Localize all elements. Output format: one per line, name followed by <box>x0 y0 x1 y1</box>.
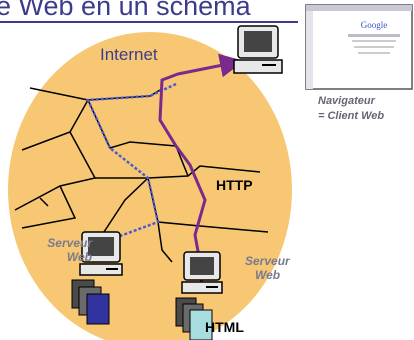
server-right-documents-icon <box>175 297 213 340</box>
server-left-icon <box>79 231 123 276</box>
server-left-documents-icon <box>71 279 110 325</box>
internet-label: Internet <box>100 45 158 64</box>
html-label: HTML <box>205 319 244 335</box>
server-right-icon <box>181 251 223 294</box>
server-right-label-line2: Web <box>255 268 281 282</box>
browser-label-line1: Navigateur <box>318 95 375 107</box>
title-underline <box>0 21 298 23</box>
client-computer-icon <box>233 25 283 74</box>
route-blue <box>86 82 177 238</box>
server-right-label: Serveur Web <box>245 254 297 282</box>
server-left-label-line2: Web <box>66 250 92 264</box>
browser-label-line2: = Client Web <box>318 110 385 122</box>
page-title: e Web en un schéma <box>0 0 251 21</box>
server-left-label: Serveur Web <box>30 236 92 264</box>
http-label: HTTP <box>216 177 253 193</box>
server-right-label-line1: Serveur <box>245 254 290 268</box>
browser-screenshot: Google <box>305 4 413 90</box>
browser-label: Navigateur = Client Web <box>318 94 384 124</box>
server-left-label-line1: Serveur <box>47 236 92 250</box>
route-purple <box>158 53 244 293</box>
google-logo: Google <box>361 20 388 30</box>
